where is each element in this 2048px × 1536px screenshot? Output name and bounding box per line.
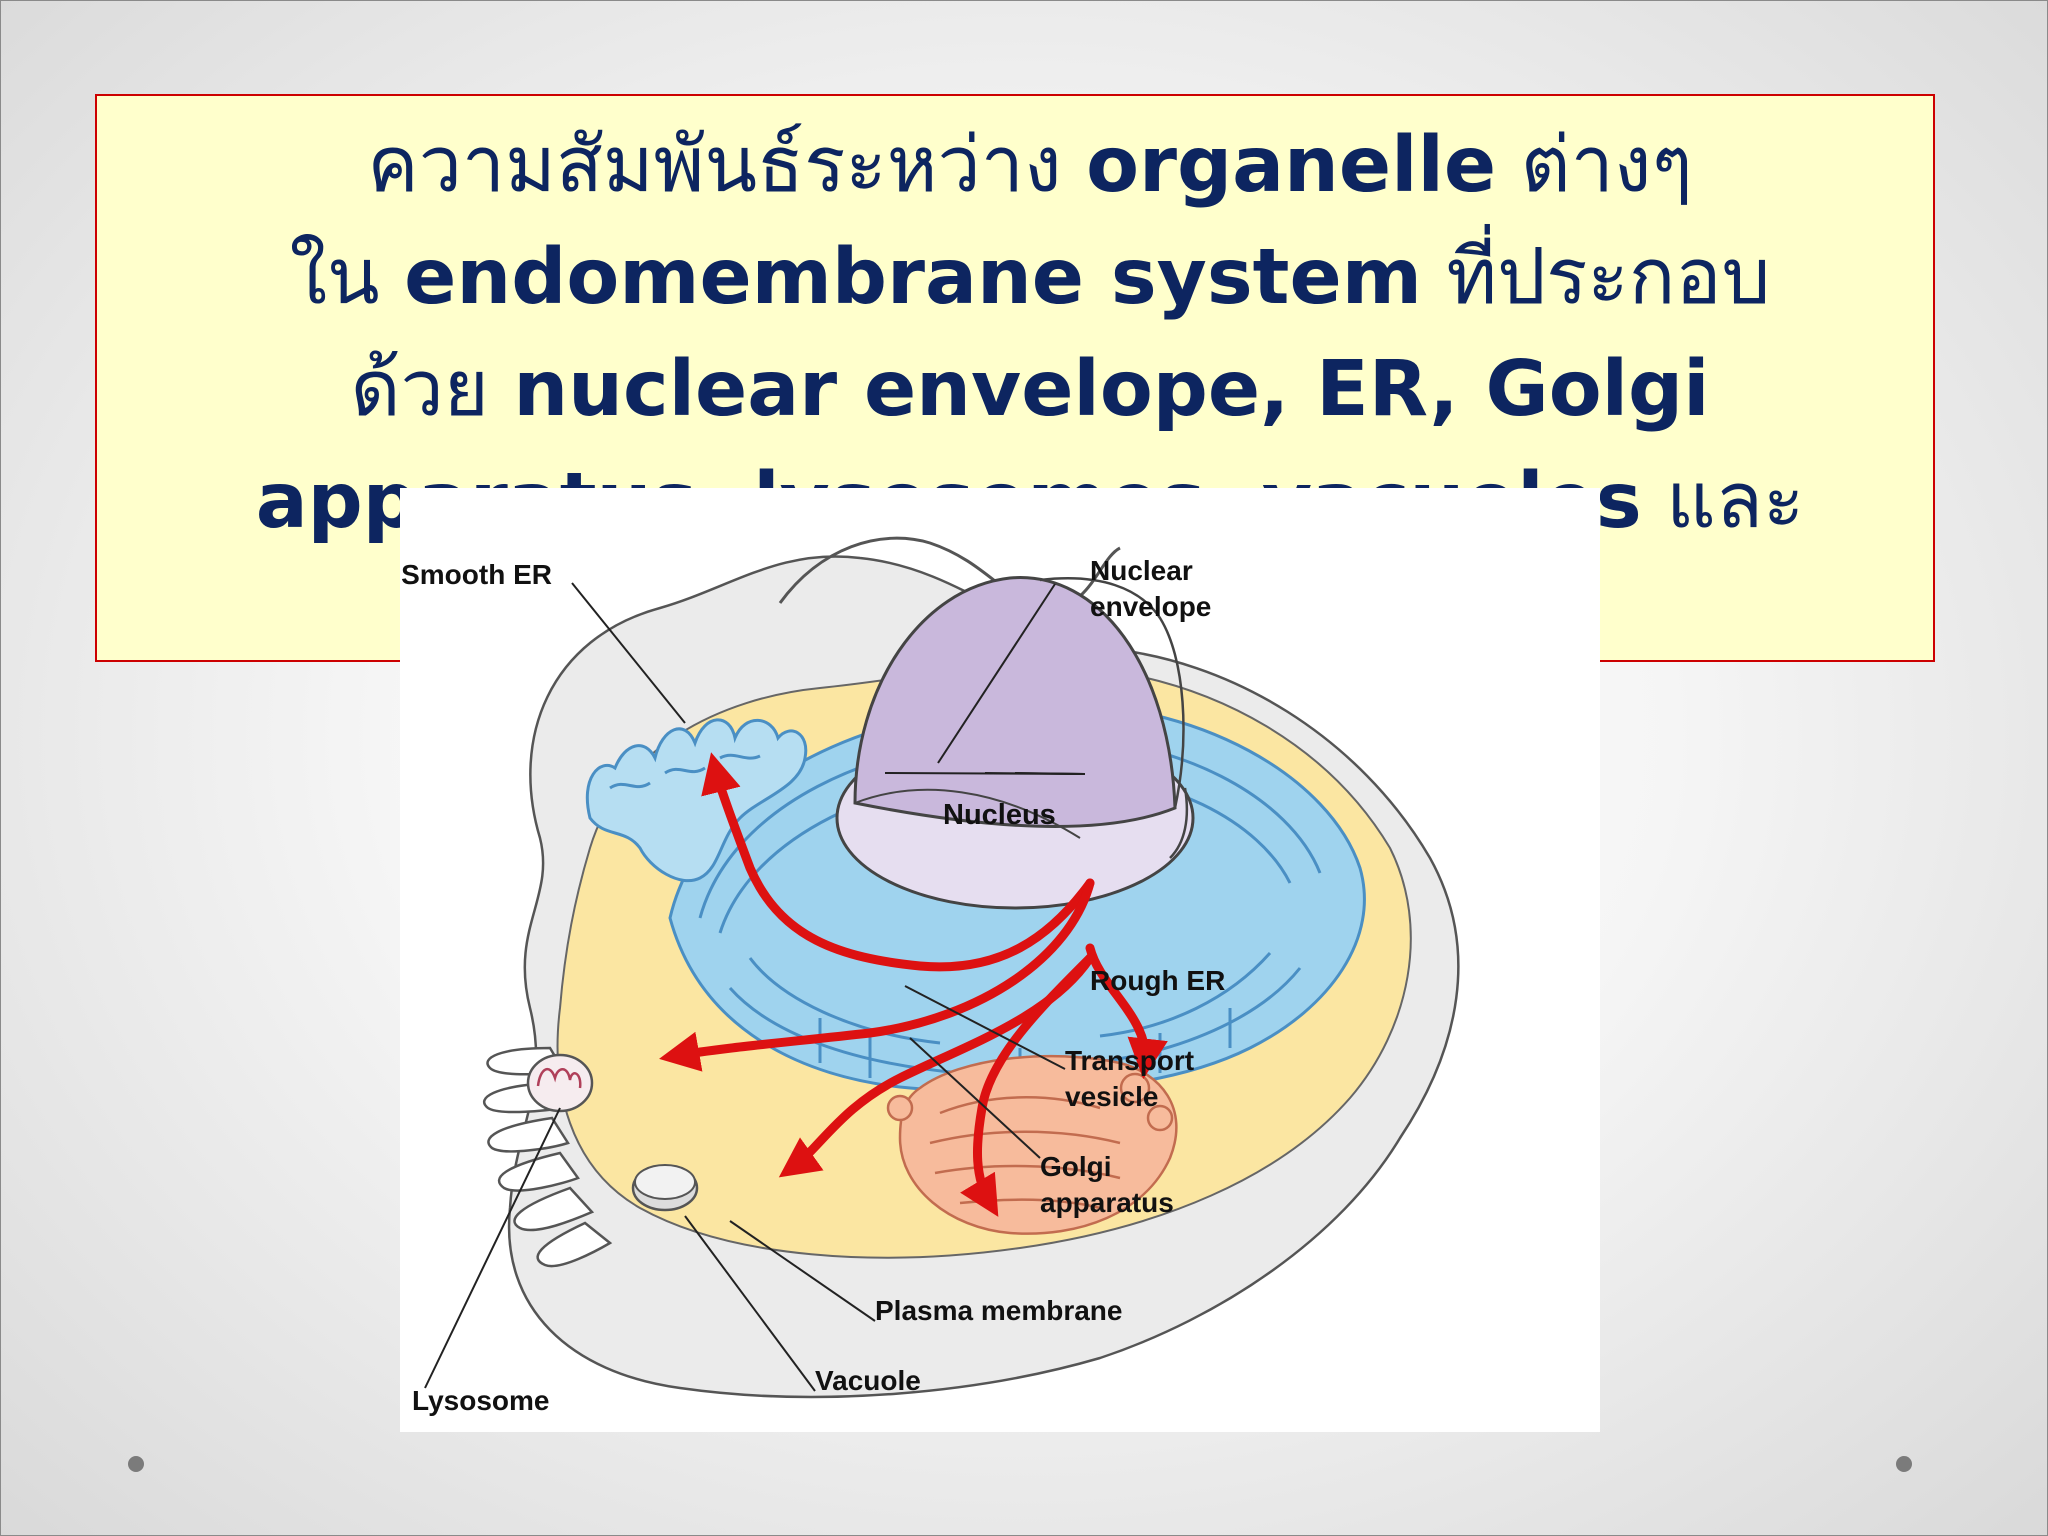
label-golgi-1: Golgi [1040, 1151, 1112, 1182]
title-line-3-part-1: ด้วย [350, 345, 514, 434]
slide-bullet-right [1896, 1456, 1912, 1472]
title-line-1-part-2: organelle [1086, 121, 1497, 210]
label-transport-vesicle-1: Transport [1065, 1045, 1194, 1076]
title-line-2-part-1: ใน [289, 233, 405, 322]
cell-illustration: Smooth ER Nuclear envelope Nucleus Rough… [401, 536, 1460, 1416]
vacuole [631, 1164, 699, 1212]
label-nuclear-envelope-1: Nuclear [1090, 555, 1193, 586]
title-line-3-part-2: nuclear envelope, ER, Golgi [513, 345, 1710, 434]
cell-tail [778, 536, 1121, 610]
title-line-3: ด้วย nuclear envelope, ER, Golgi [150, 334, 1910, 446]
endomembrane-diagram: Smooth ER Nuclear envelope Nucleus Rough… [400, 488, 1600, 1432]
diagram-labels: Smooth ER Nuclear envelope Nucleus Rough… [401, 555, 1225, 1416]
label-nuclear-envelope-2: envelope [1090, 591, 1211, 622]
label-transport-vesicle-2: vesicle [1065, 1081, 1158, 1112]
label-rough-er: Rough ER [1090, 965, 1225, 996]
label-smooth-er: Smooth ER [401, 559, 552, 590]
title-line-4-part-2: และ [1641, 457, 1805, 546]
title-line-1: ความสัมพันธ์ระหว่าง organelle ต่างๆ [150, 110, 1910, 222]
title-line-2-part-3: ที่ประกอบ [1421, 233, 1771, 322]
label-golgi-2: apparatus [1040, 1187, 1174, 1218]
label-nucleus: Nucleus [943, 799, 1056, 831]
title-line-2-part-2: endomembrane system [404, 233, 1422, 322]
title-line-1-part-3: ต่างๆ [1496, 121, 1693, 210]
lysosome [526, 1053, 594, 1113]
transport-arrows [659, 752, 1168, 1217]
label-lysosome: Lysosome [412, 1385, 549, 1416]
leader-lines [424, 582, 1086, 1392]
title-line-1-part-1: ความสัมพันธ์ระหว่าง [367, 121, 1087, 210]
label-vacuole: Vacuole [815, 1365, 921, 1396]
title-line-2: ใน endomembrane system ที่ประกอบ [150, 222, 1910, 334]
label-plasma-membrane: Plasma membrane [875, 1295, 1122, 1326]
slide-bullet-left [128, 1456, 144, 1472]
